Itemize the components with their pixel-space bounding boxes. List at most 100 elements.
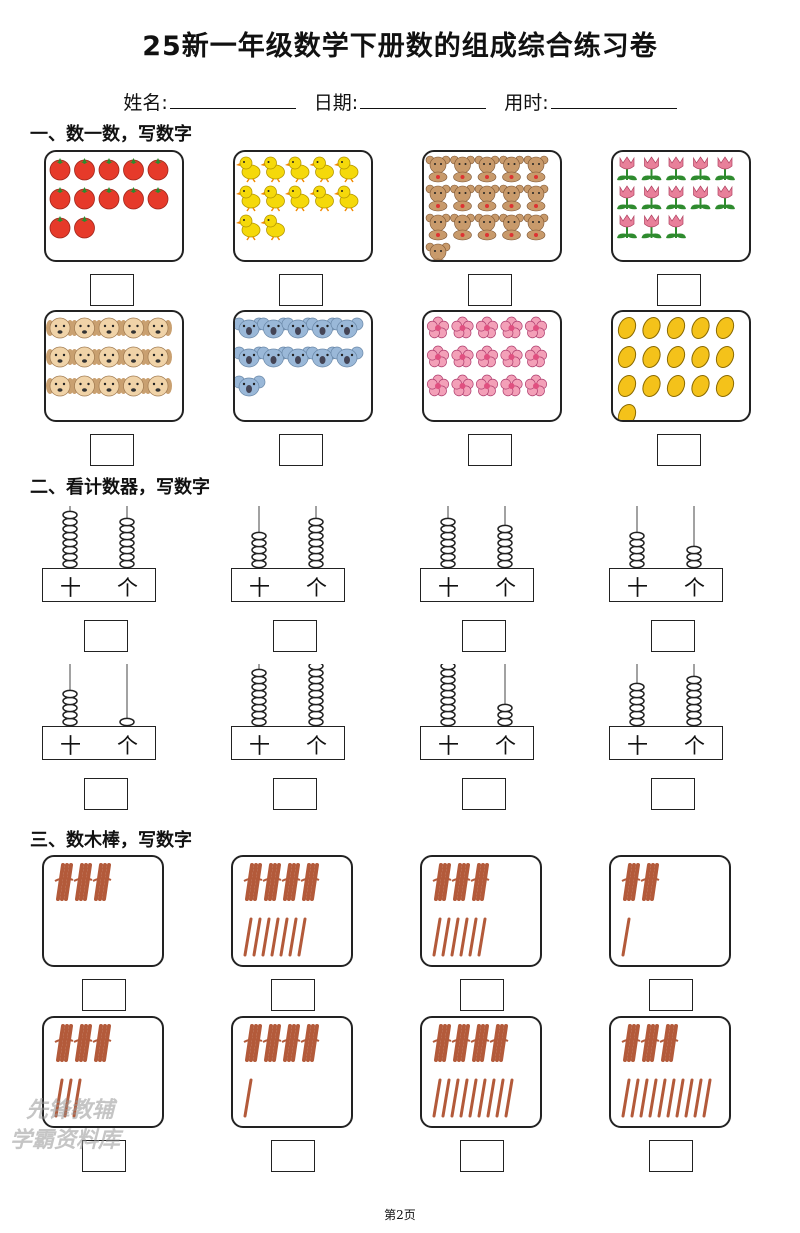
answer-box[interactable] [468, 274, 512, 306]
chick-icon [260, 214, 285, 241]
stick-card [42, 1016, 164, 1128]
ones-label: 个 [684, 576, 705, 600]
abacus-bead [251, 703, 267, 713]
tulip-icon [617, 185, 637, 210]
count-picture-card [422, 310, 562, 422]
answer-box[interactable] [84, 778, 128, 810]
answer-box[interactable] [90, 434, 134, 466]
answer-box[interactable] [657, 274, 701, 306]
answer-box[interactable] [462, 620, 506, 652]
abacus-bead [62, 696, 78, 706]
answer-box[interactable] [649, 979, 693, 1011]
count-picture-card [611, 150, 751, 262]
abacus-base: 十个 [420, 726, 534, 760]
abacus-bead [629, 538, 645, 548]
abacus-bead [686, 689, 702, 699]
single-stick-icon [279, 917, 289, 957]
answer-box[interactable] [279, 434, 323, 466]
answer-box[interactable] [651, 778, 695, 810]
date-line[interactable] [360, 92, 487, 109]
teddy-bear-icon [474, 213, 500, 241]
tulip-group [617, 156, 735, 239]
name-field[interactable]: 姓名: [123, 88, 296, 115]
answer-box[interactable] [82, 979, 126, 1011]
stick-card [420, 855, 542, 967]
abacus: 十个 [420, 506, 538, 606]
abacus-bead [686, 703, 702, 713]
flower-icon [426, 374, 450, 397]
ones-label: 个 [306, 576, 327, 600]
single-stick-icon [684, 1078, 694, 1118]
mango-icon [666, 345, 686, 369]
answer-box[interactable] [468, 434, 512, 466]
tomato-icon [123, 187, 144, 210]
abacus-bead [497, 703, 513, 713]
name-label: 姓名: [123, 92, 168, 114]
stick-bundle-icon [451, 1024, 471, 1062]
stick-card [231, 855, 353, 967]
dog-face-icon [95, 346, 123, 368]
time-field[interactable]: 用时: [504, 88, 677, 115]
answer-box[interactable] [657, 434, 701, 466]
koala-icon [330, 317, 364, 339]
abacus-bead [62, 517, 78, 527]
date-field[interactable]: 日期: [314, 88, 487, 115]
flower-icon [475, 316, 499, 339]
abacus-bead [308, 531, 324, 541]
ones-label: 个 [684, 734, 705, 758]
abacus-base: 十个 [231, 568, 345, 602]
count-picture-card [44, 310, 184, 422]
answer-box[interactable] [84, 620, 128, 652]
answer-box[interactable] [462, 778, 506, 810]
mango-icon [642, 374, 661, 398]
answer-box[interactable] [273, 778, 317, 810]
dog-face-icon [119, 346, 148, 368]
count-picture-card [233, 310, 373, 422]
ones-label: 个 [495, 576, 516, 600]
answer-box[interactable] [460, 979, 504, 1011]
koala-icon [281, 317, 315, 339]
answer-box[interactable] [271, 1140, 315, 1172]
mango-group [617, 316, 735, 420]
mango-icon [691, 345, 710, 369]
abacus-bead [629, 559, 645, 569]
answer-box[interactable] [82, 1140, 126, 1172]
single-stick-icon [432, 917, 442, 957]
single-stick-icon [270, 917, 280, 957]
koala-icon [235, 375, 266, 397]
answer-box[interactable] [649, 1140, 693, 1172]
single-stick-icon [477, 917, 487, 957]
ones-label: 个 [117, 576, 138, 600]
abacus: 十个 [42, 664, 160, 764]
stick-card [609, 1016, 731, 1128]
answer-box[interactable] [271, 979, 315, 1011]
flower-icon [524, 316, 548, 339]
flower-icon [500, 374, 523, 397]
flower-icon [451, 374, 474, 397]
abacus-bead [119, 717, 135, 727]
name-line[interactable] [169, 92, 296, 109]
chick-icon [309, 156, 334, 183]
stick-bundle-icon [73, 863, 93, 901]
abacus-bead [62, 559, 78, 569]
answer-box[interactable] [460, 1140, 504, 1172]
answer-box[interactable] [279, 274, 323, 306]
single-stick-icon [468, 917, 478, 957]
answer-box[interactable] [90, 274, 134, 306]
single-stick-icon [639, 1078, 649, 1118]
answer-box[interactable] [651, 620, 695, 652]
watermark-line2: 学霸资料库 [10, 1128, 121, 1153]
single-stick-icon [693, 1078, 703, 1118]
abacus-bead [440, 517, 456, 527]
answer-box[interactable] [273, 620, 317, 652]
abacus-bead [308, 703, 324, 713]
tulip-icon [617, 156, 637, 181]
stick-bundle-icon [451, 863, 471, 901]
chick-icon [285, 185, 310, 212]
single-stick-icon [504, 1078, 514, 1118]
mango-icon [617, 403, 637, 420]
time-line[interactable] [550, 92, 677, 109]
ones-label: 个 [495, 734, 516, 758]
single-stick-icon [648, 1078, 658, 1118]
abacus-bead [62, 510, 78, 520]
